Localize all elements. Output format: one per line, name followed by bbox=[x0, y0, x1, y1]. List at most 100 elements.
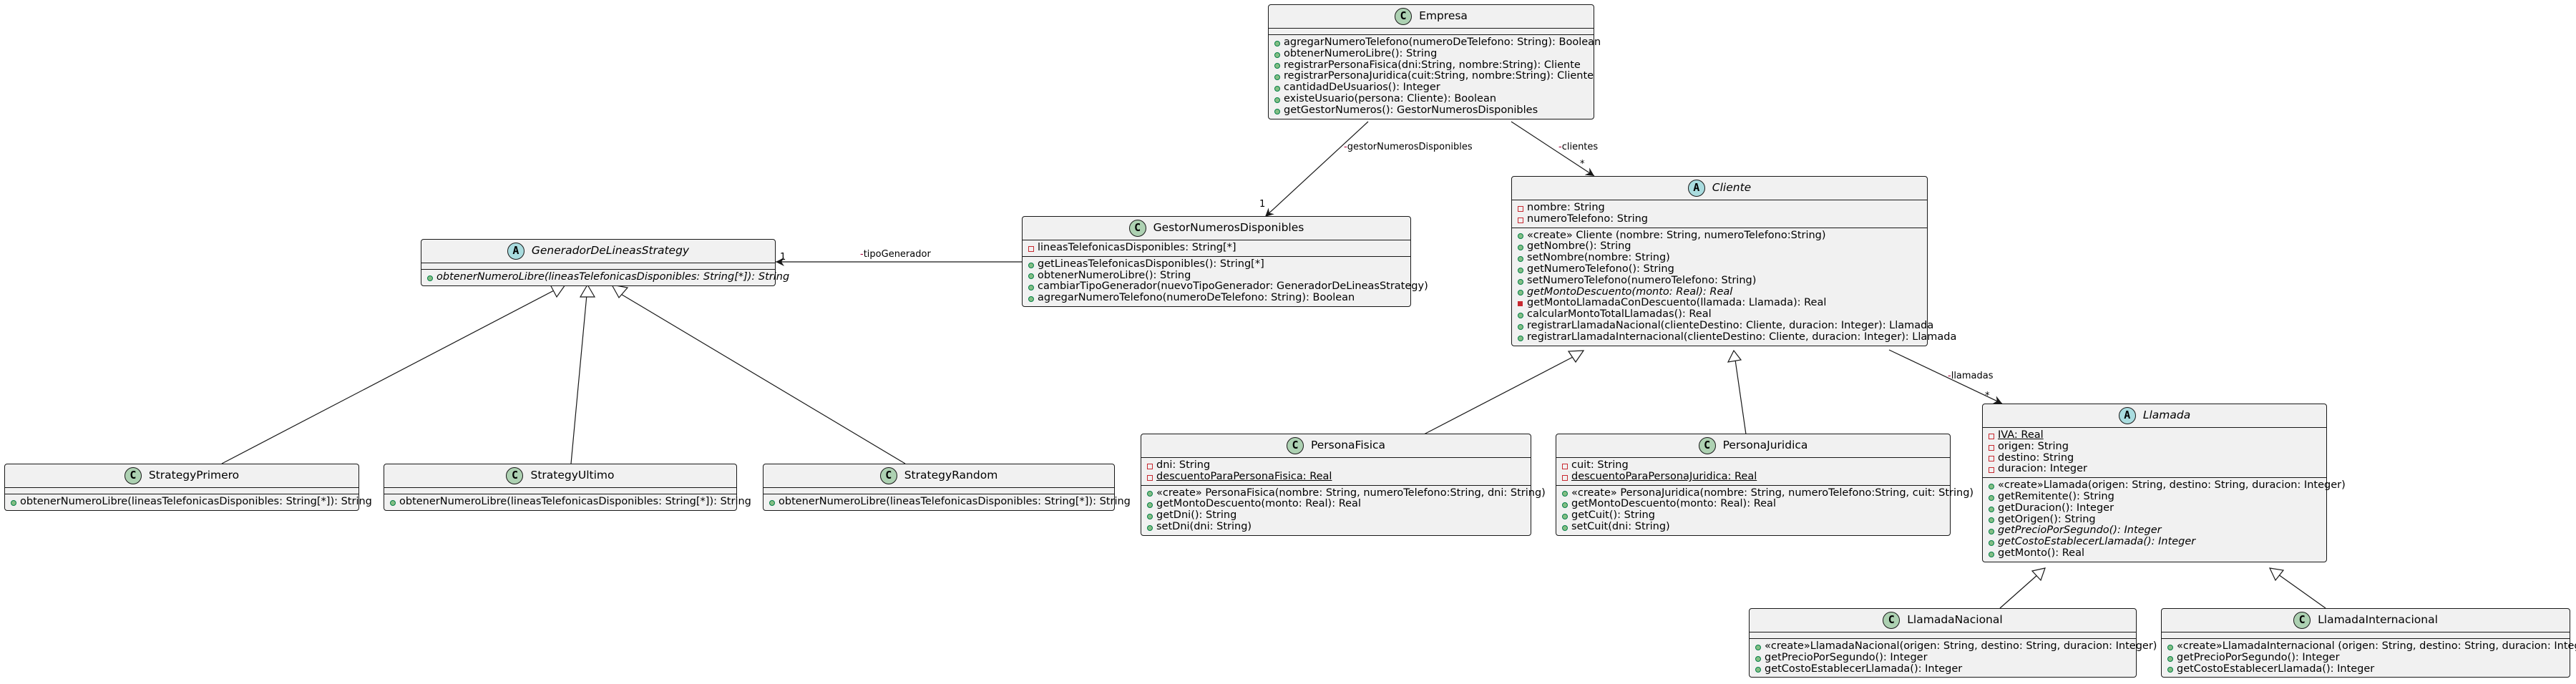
inherit-ultimo bbox=[570, 283, 596, 464]
public-visibility-icon bbox=[1561, 523, 1571, 532]
class-method: registrarLlamadaNacional(clienteDestino:… bbox=[1516, 320, 1933, 332]
method-text: calcularMontoTotalLlamadas(): Real bbox=[1527, 308, 1712, 321]
class-method: calcularMontoTotalLlamadas(): Real bbox=[1516, 308, 1923, 321]
class-method: getPrecioPorSegundo(): Integer bbox=[1754, 652, 2132, 664]
method-text: getCostoEstablecerLlamada(): Integer bbox=[1765, 663, 1963, 675]
method-text: getMontoDescuento(monto: Real): Real bbox=[1156, 498, 1361, 510]
class-fields-section bbox=[763, 488, 1114, 494]
class-method: getNumeroTelefono(): String bbox=[1516, 263, 1923, 275]
public-visibility-icon bbox=[1561, 500, 1571, 509]
class-method: getPrecioPorSegundo(): Integer bbox=[2166, 651, 2565, 664]
class-method: setDni(dni: String) bbox=[1146, 521, 1526, 533]
class-field: descuentoParaPersonaFisica: Real bbox=[1146, 471, 1526, 483]
method-text: obtenerNumeroLibre(lineasTelefonicasDisp… bbox=[436, 271, 790, 283]
class-method: getCostoEstablecerLlamada(): Integer bbox=[2166, 663, 2565, 675]
class-method: getCostoEstablecerLlamada(): Integer bbox=[1754, 663, 2132, 675]
class-method: getCostoEstablecerLlamada(): Integer bbox=[1987, 536, 2322, 548]
method-text: getPrecioPorSegundo(): Integer bbox=[1998, 524, 2162, 537]
method-text: setCuit(dni: String) bbox=[1571, 520, 1670, 532]
method-text: registrarPersonaJuridica(cuit:String, no… bbox=[1284, 70, 1594, 82]
public-visibility-icon bbox=[1027, 260, 1038, 269]
public-visibility-icon bbox=[1987, 538, 1998, 547]
method-text: setNombre(nombre: String) bbox=[1527, 252, 1670, 264]
public-visibility-icon bbox=[1987, 527, 1998, 535]
class-method: getDuracion(): Integer bbox=[1987, 502, 2322, 514]
class-field: destino: String bbox=[1987, 452, 2322, 464]
private-visibility-icon bbox=[1987, 431, 1998, 440]
public-visibility-icon bbox=[1516, 254, 1527, 263]
inherit-juridica bbox=[1727, 349, 1747, 435]
field-text: origen: String bbox=[1998, 440, 2069, 452]
public-visibility-icon bbox=[1273, 39, 1284, 47]
method-text: getDuracion(): Integer bbox=[1998, 502, 2114, 514]
class-name: GestorNumerosDisponibles bbox=[1153, 221, 1304, 235]
method-text: cantidadDeUsuarios(): Integer bbox=[1284, 82, 1440, 94]
class-name: PersonaFisica bbox=[1310, 439, 1386, 452]
method-text: getCostoEstablecerLlamada(): Integer bbox=[2177, 663, 2375, 675]
inherit-internacional bbox=[2268, 567, 2326, 609]
method-text: getRemitente(): String bbox=[1998, 490, 2114, 502]
public-visibility-icon bbox=[1516, 333, 1527, 342]
class-method: obtenerNumeroLibre(): String bbox=[1273, 48, 1589, 60]
class-fields-section: lineasTelefonicasDisponibles: String[*] bbox=[1023, 240, 1410, 256]
class-field: dni: String bbox=[1146, 459, 1526, 472]
class-method: «create»LlamadaInternacional (origen: St… bbox=[2166, 640, 2576, 653]
public-visibility-icon bbox=[1273, 84, 1284, 92]
inherit-fisica bbox=[1423, 350, 1585, 435]
method-text: «create»LlamadaNacional(origen: String, … bbox=[1765, 640, 2157, 652]
public-visibility-icon bbox=[1516, 277, 1527, 285]
class-fields-section bbox=[5, 488, 358, 494]
inherit-random bbox=[610, 284, 906, 464]
class-method: «create» PersonaJuridica(nombre: String,… bbox=[1561, 487, 1974, 499]
class-method: cantidadDeUsuarios(): Integer bbox=[1273, 82, 1589, 94]
class-method: agregarNumeroTelefono(numeroDeTelefono: … bbox=[1027, 292, 1406, 304]
public-visibility-icon bbox=[1516, 311, 1527, 319]
private-visibility-icon bbox=[1987, 443, 1998, 451]
class-name: Empresa bbox=[1419, 9, 1468, 23]
class-method: existeUsuario(persona: Cliente): Boolean bbox=[1273, 93, 1589, 105]
private-visibility-icon bbox=[1516, 204, 1527, 212]
class-methods-section: «create»LlamadaInternacional (origen: St… bbox=[2162, 638, 2576, 677]
private-visibility-icon bbox=[1987, 465, 1998, 474]
method-text: getPrecioPorSegundo(): Integer bbox=[2177, 651, 2340, 663]
class-fields-section bbox=[2162, 632, 2570, 638]
method-text: cambiarTipoGenerador(nuevoTipoGenerador:… bbox=[1038, 280, 1428, 293]
class-field: origen: String bbox=[1987, 441, 2322, 453]
public-visibility-icon bbox=[2166, 665, 2177, 673]
class-name: LlamadaNacional bbox=[1907, 613, 2003, 627]
public-visibility-icon bbox=[1754, 654, 1765, 663]
class-method: obtenerNumeroLibre(lineasTelefonicasDisp… bbox=[426, 271, 789, 283]
class-method: cambiarTipoGenerador(nuevoTipoGenerador:… bbox=[1027, 281, 1428, 293]
field-text: IVA: Real bbox=[1998, 429, 2044, 441]
public-visibility-icon bbox=[426, 273, 436, 282]
private-visibility-icon bbox=[1027, 244, 1038, 253]
public-visibility-icon bbox=[1146, 500, 1156, 509]
class-name: Cliente bbox=[1712, 181, 1752, 195]
class-methods-section: getLineasTelefonicasDisponibles(): Strin… bbox=[1023, 255, 1428, 306]
class-field: numeroTelefono: String bbox=[1516, 213, 1923, 225]
method-text: getCuit(): String bbox=[1571, 509, 1655, 522]
class-field: cuit: String bbox=[1561, 459, 1946, 472]
edge-mult-llamadas: * bbox=[1985, 391, 1990, 401]
method-text: getGestorNumeros(): GestorNumerosDisponi… bbox=[1284, 104, 1538, 116]
private-visibility-icon bbox=[1516, 299, 1527, 308]
class-icon: C bbox=[879, 467, 897, 484]
field-text: cuit: String bbox=[1571, 459, 1629, 471]
edge-mult-gestor: 1 bbox=[1259, 199, 1266, 210]
class-method: getMontoLlamadaConDescuento(llamada: Lla… bbox=[1516, 298, 1923, 309]
public-visibility-icon bbox=[2166, 654, 2177, 663]
